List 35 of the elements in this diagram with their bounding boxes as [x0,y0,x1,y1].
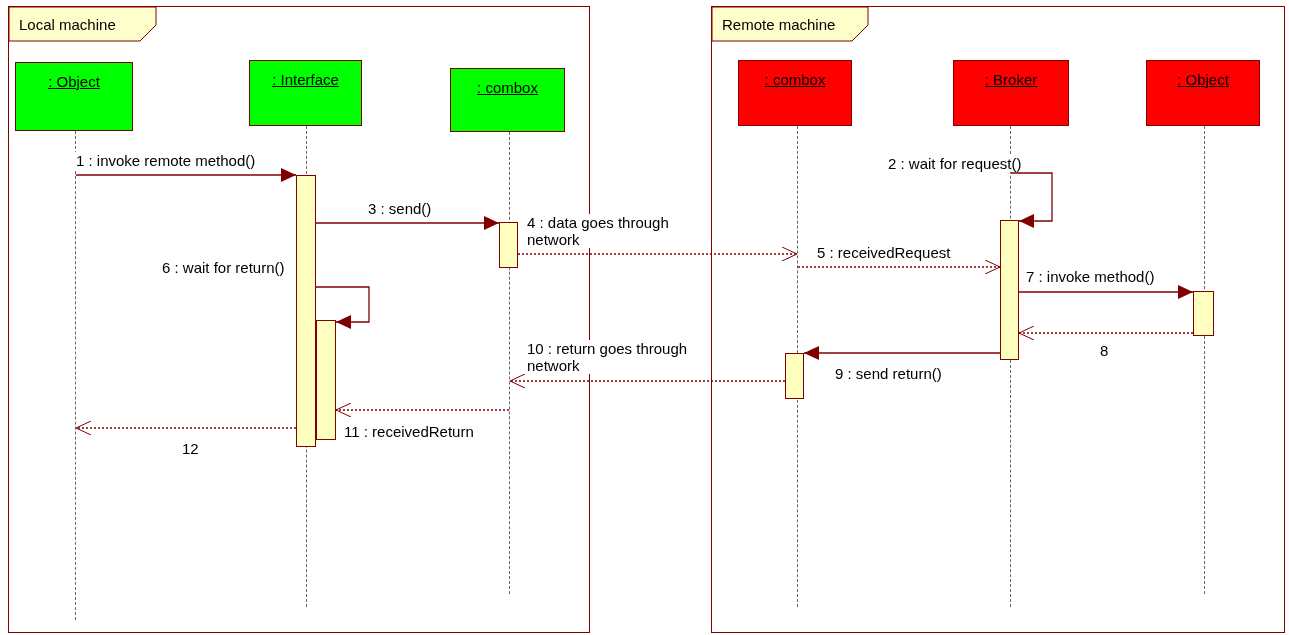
message-arrow [517,246,798,262]
message-arrow [335,402,510,418]
object-box: : Object [1146,60,1260,126]
activation-bar [785,353,804,399]
message-label: 11 : receivedReturn [342,423,476,440]
object-box: : Interface [249,60,362,126]
message-arrow [315,216,500,230]
message-arrow [315,286,370,329]
message-label: 7 : invoke method() [1024,268,1157,285]
message-arrow [1018,325,1194,341]
message-arrow [75,168,297,182]
frame-box [711,6,1285,633]
object-box: : combox [450,68,565,132]
message-label: 5 : receivedRequest [815,244,953,261]
message-label: 2 : wait for request() [886,155,1024,172]
activation-bar [296,175,316,447]
frame-title: Local machine [19,16,116,33]
message-arrow [509,373,786,389]
object-box: : Object [15,62,133,131]
message-label: 9 : send return() [833,365,944,382]
message-arrow [75,420,297,436]
activation-bar [1000,220,1019,360]
message-arrow [797,259,1001,275]
message-arrow [1010,172,1053,228]
message-label: 6 : wait for return() [160,259,287,276]
message-arrow [1018,285,1194,299]
activation-bar [499,222,518,268]
object-box: : combox [738,60,852,126]
activation-bar [316,320,336,440]
frame-title: Remote machine [722,16,836,33]
object-box: : Broker [953,60,1069,126]
message-label: 1 : invoke remote method() [74,152,258,169]
activation-bar [1193,291,1214,336]
message-arrow [803,346,1001,360]
message-label: 3 : send() [366,200,434,217]
